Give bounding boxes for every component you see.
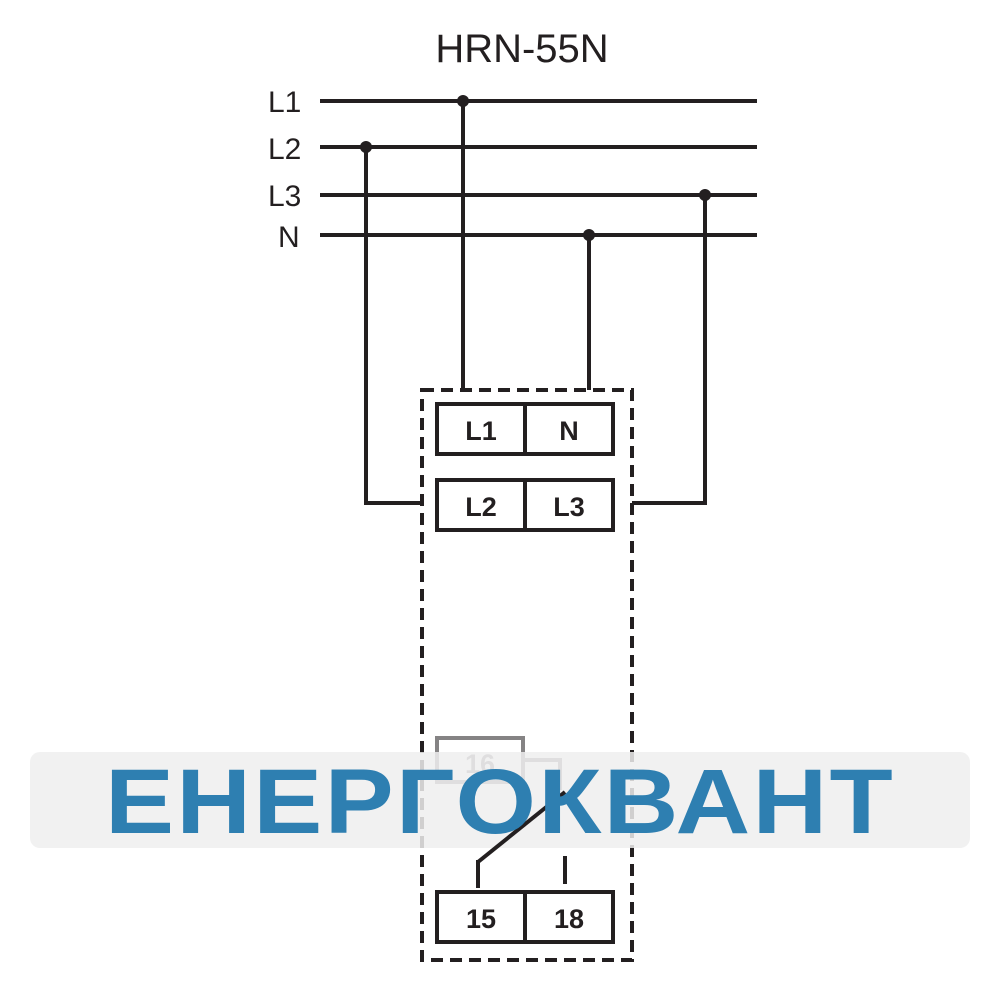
terminal-label-l2: L2 xyxy=(465,492,497,522)
terminal-block-row3: 15 18 xyxy=(435,890,615,944)
terminal-label-l3: L3 xyxy=(553,492,585,522)
bus-label-l1: L1 xyxy=(268,86,301,119)
terminal-label-15: 15 xyxy=(466,904,496,934)
watermark-band xyxy=(30,752,970,848)
wire-l2 xyxy=(364,147,422,505)
watermark-text: ЕНЕРГОКВАНТ xyxy=(105,751,895,853)
terminal-label-18: 18 xyxy=(554,904,584,934)
bus-label-n: N xyxy=(278,221,300,254)
terminal-label-n: N xyxy=(559,416,579,446)
bus-label-l3: L3 xyxy=(268,180,301,213)
relay-contact-arm xyxy=(476,790,567,864)
diagram-title: HRN-55N xyxy=(435,27,608,71)
wire-l3 xyxy=(632,195,707,505)
device-outline xyxy=(420,388,634,962)
bus-label-l2: L2 xyxy=(268,133,301,166)
terminal-block-row1: L1 N xyxy=(435,402,615,456)
terminal-block-row2: L2 L3 xyxy=(435,478,615,532)
terminal-label-l1: L1 xyxy=(465,416,497,446)
